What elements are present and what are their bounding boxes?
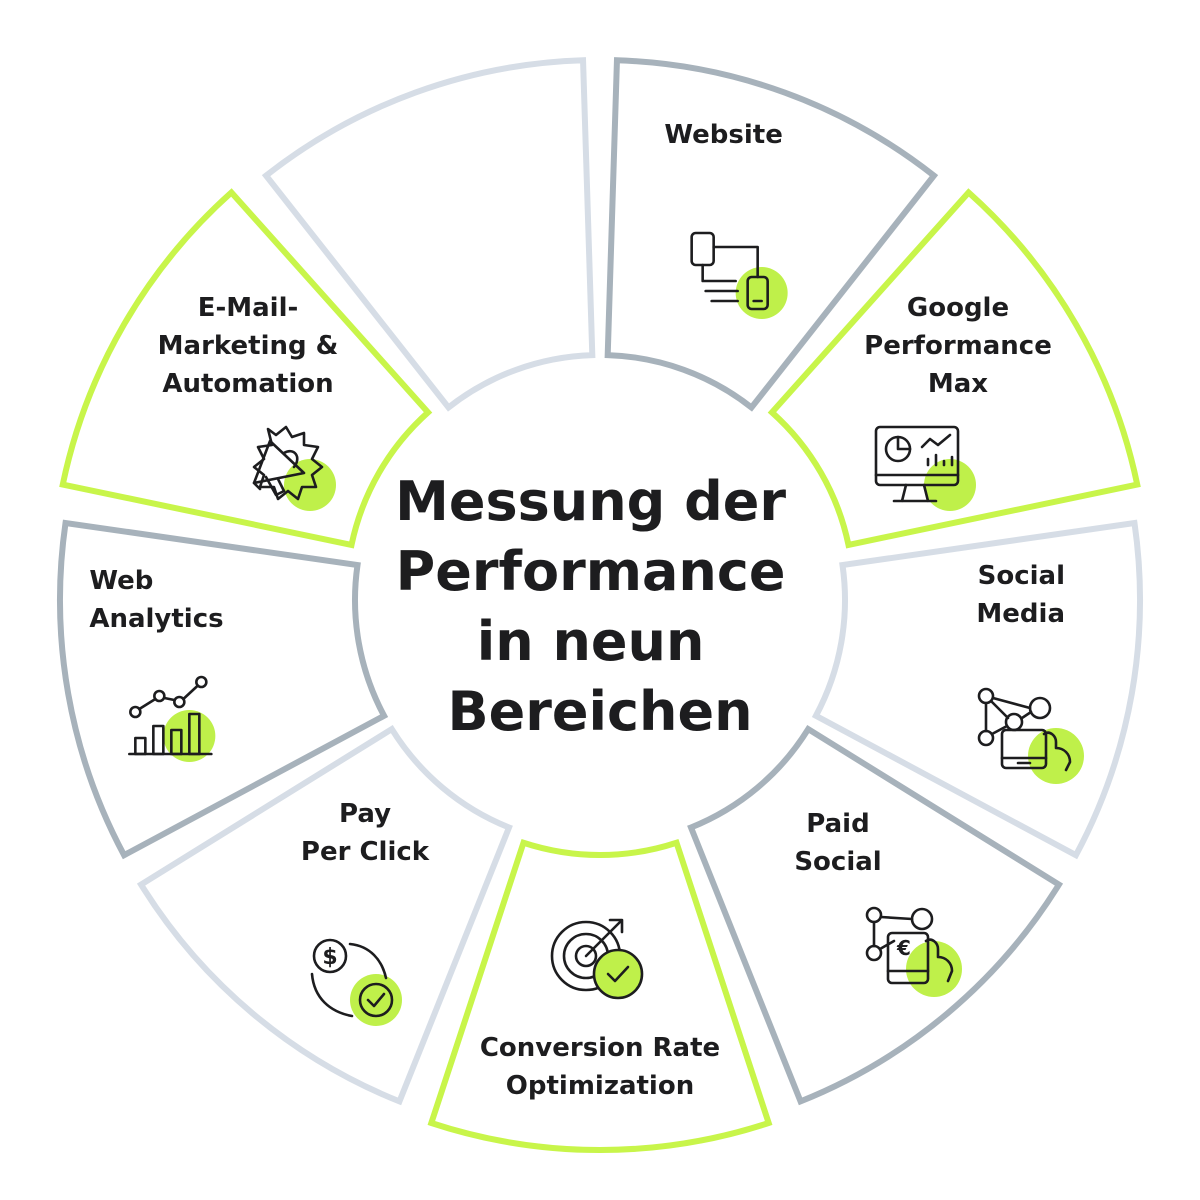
segments-layer: SEOWebsiteGooglePerformanceMaxSocialMedi…: [57, 57, 1143, 1153]
target-check-icon: [550, 918, 644, 1000]
segment-label-email-marketing: E-Mail- Marketing & Automation: [158, 293, 339, 399]
segment-shape-seo: [604, 57, 939, 412]
segment-shape-social-media: [687, 724, 1064, 1106]
segment-label-line: Optimization: [506, 1071, 694, 1101]
website-devices-icon: [690, 231, 788, 319]
segment-shape-web-analytics: [59, 188, 433, 549]
svg-text:$: $: [322, 945, 337, 970]
segment-label-line: Paid: [806, 809, 869, 839]
segment-label-line: Media: [976, 599, 1065, 629]
segment-label-line: Google: [907, 293, 1009, 323]
bar-line-chart-icon: [128, 675, 216, 762]
center-title-line-2: Performance: [396, 540, 786, 603]
segment-shape-pay-per-click: [57, 519, 389, 860]
segment-label-line: Pay: [339, 799, 391, 829]
segment-label-line: Analytics: [89, 604, 223, 634]
monitor-dashboard-icon: [874, 425, 976, 511]
paid-social-euro-icon: €: [865, 906, 962, 997]
segment-label-line: Social: [978, 561, 1065, 591]
segment-label-line: Web: [89, 566, 153, 596]
segment-shape-paid-social: [427, 838, 773, 1153]
center-title-line-1: Messung der: [395, 470, 786, 533]
segment-label-line: Automation: [162, 369, 333, 399]
center-title-line-4: Bereichen: [447, 680, 752, 743]
center-title: Messung der Performance in neun Bereiche…: [395, 470, 805, 743]
megaphone-badge-icon: [252, 425, 336, 511]
segment-label-line: Website: [664, 120, 782, 150]
center-hub: Messung der Performance in neun Bereiche…: [362, 362, 838, 838]
segment-label-line: Social: [794, 847, 881, 877]
segment-website: Website: [664, 120, 1141, 549]
segment-label-line: Marketing &: [158, 331, 339, 361]
center-hub-circle: [362, 362, 838, 838]
social-network-phone-icon: [977, 687, 1084, 784]
dollar-cycle-check-icon: $: [310, 938, 402, 1026]
segment-email-marketing: E-Mail- Marketing & Automation: [158, 57, 596, 511]
segment-shape-conversion-rate-optimization: [136, 724, 513, 1106]
segment-label-line: Max: [928, 369, 988, 399]
segment-label-line: Per Click: [301, 837, 430, 867]
center-title-line-3: in neun: [477, 610, 705, 673]
segment-label-line: Conversion Rate: [480, 1033, 720, 1063]
segment-shape-website: [767, 188, 1141, 549]
segment-label-website: Website: [664, 120, 782, 150]
svg-text:€: €: [896, 936, 911, 960]
segment-label-line: Performance: [864, 331, 1052, 361]
segment-label-line: E-Mail-: [198, 293, 299, 323]
segment-shape-email-marketing: [261, 57, 596, 412]
